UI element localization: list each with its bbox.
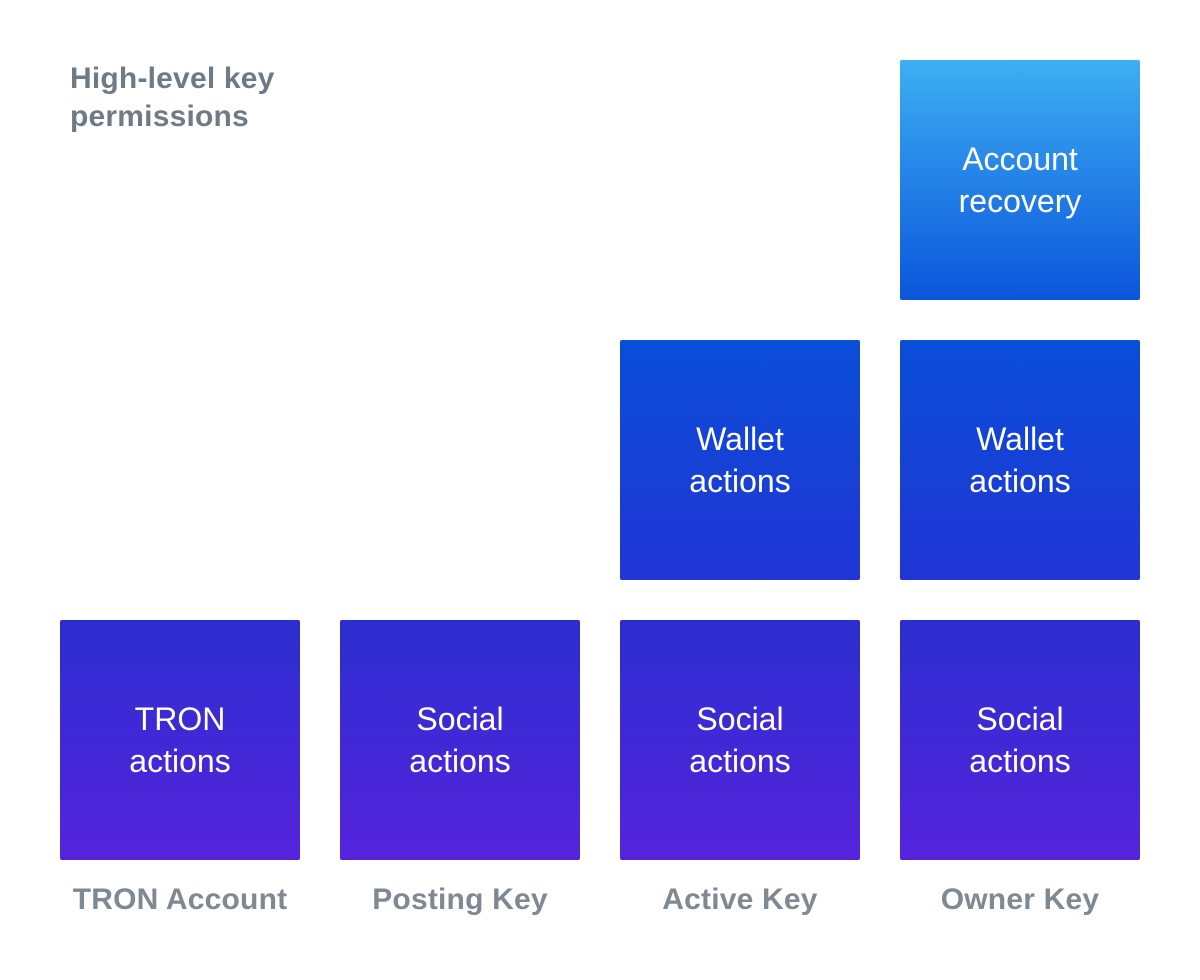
box-social-actions-owner-label: Social actions	[969, 701, 1071, 779]
box-social-actions-posting: Social actions	[340, 620, 580, 860]
column-label-tron-account: TRON Account	[72, 883, 288, 916]
column-labels-row: TRON Account Posting Key Active Key Owne…	[60, 882, 1140, 918]
box-wallet-actions-active: Wallet actions	[620, 340, 860, 580]
box-wallet-actions-owner-label: Wallet actions	[969, 421, 1071, 499]
column-label-posting-key: Posting Key	[372, 883, 548, 916]
box-social-actions-owner: Social actions	[900, 620, 1140, 860]
box-account-recovery: Account recovery	[900, 60, 1140, 300]
diagram-title: High-level key permissions	[70, 62, 275, 133]
box-account-recovery-label: Account recovery	[958, 141, 1082, 219]
column-label-owner-key: Owner Key	[940, 883, 1100, 916]
box-social-actions-posting-label: Social actions	[409, 701, 511, 779]
box-wallet-actions-owner: Wallet actions	[900, 340, 1140, 580]
box-tron-actions-label: TRON actions	[129, 701, 231, 779]
column-label-active-key: Active Key	[662, 883, 818, 916]
box-social-actions-active: Social actions	[620, 620, 860, 860]
box-tron-actions: TRON actions	[60, 620, 300, 860]
box-wallet-actions-active-label: Wallet actions	[689, 421, 791, 499]
box-social-actions-active-label: Social actions	[689, 701, 791, 779]
permissions-grid: Account recovery Wallet actions Wallet a…	[60, 60, 1140, 860]
